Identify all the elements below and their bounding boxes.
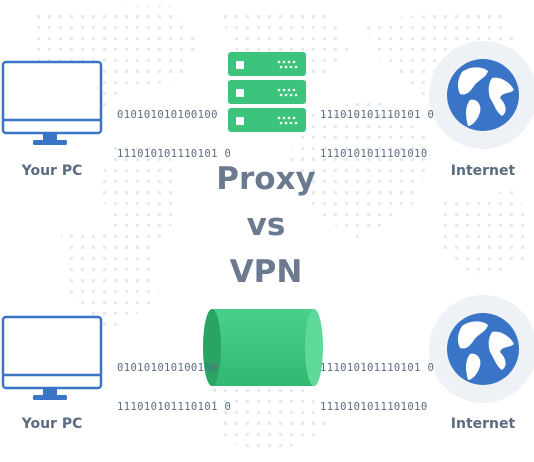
vpn-left-bits: 010101010100100 111010101110101 0 xyxy=(117,336,231,427)
proxy-right-bits-line-2: 1110101011101010 xyxy=(320,148,428,160)
proxy-right-bits-line-1: 111010101110101 0 xyxy=(320,109,435,121)
title-vpn: VPN xyxy=(229,254,303,290)
vpn-internet-label: Internet xyxy=(450,416,516,432)
vpn-tunnel-icon xyxy=(203,309,323,386)
vpn-globe-icon xyxy=(429,295,534,403)
vpn-your-pc-label: Your PC xyxy=(21,416,83,432)
proxy-globe-icon xyxy=(429,41,534,149)
vpn-right-bits-line-1: 111010101110101 0 xyxy=(320,362,435,374)
proxy-internet-label: Internet xyxy=(450,163,516,179)
proxy-your-pc-label: Your PC xyxy=(21,163,83,179)
title-proxy: Proxy xyxy=(216,161,316,197)
proxy-left-bits-line-2: 111010101110101 0 xyxy=(117,148,232,160)
vpn-right-bits: 111010101110101 0 1110101011101010 xyxy=(320,336,434,427)
proxy-left-bits: 010101010100100 111010101110101 0 xyxy=(117,83,231,174)
vpn-right-bits-line-2: 1110101011101010 xyxy=(320,401,428,413)
title-vs: vs xyxy=(246,207,286,243)
proxy-right-bits: 111010101110101 0 1110101011101010 xyxy=(320,83,434,174)
proxy-left-bits-line-1: 010101010100100 xyxy=(117,109,218,121)
vpn-pc-monitor-icon xyxy=(1,315,103,400)
proxy-pc-monitor-icon xyxy=(1,60,103,145)
proxy-server-stack-icon xyxy=(228,52,306,132)
vpn-left-bits-line-1: 010101010100100 xyxy=(117,362,218,374)
vpn-left-bits-line-2: 111010101110101 0 xyxy=(117,401,232,413)
